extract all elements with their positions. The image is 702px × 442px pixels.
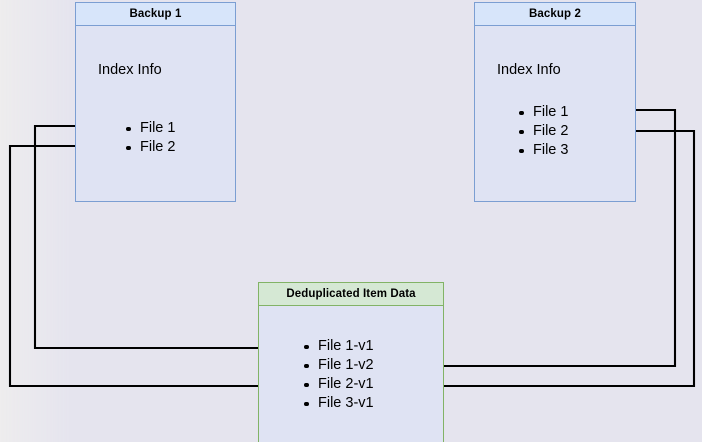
list-item-dedup-file3v1[interactable]: File 3-v1: [303, 394, 374, 413]
node-backup-1-body: Index Info File 1 File 2: [76, 26, 235, 201]
node-backup-1-header: Backup 1: [76, 3, 235, 26]
list-item-dedup-file1v2[interactable]: File 1-v2: [303, 356, 374, 375]
node-dedup-body: File 1-v1 File 1-v2 File 2-v1 File 3-v1: [259, 306, 443, 442]
node-backup-1-file-list: File 1 File 2: [125, 119, 175, 157]
node-backup-2[interactable]: Backup 2 Index Info File 1 File 2 File 3: [474, 2, 636, 202]
node-backup-2-subtitle: Index Info: [497, 62, 561, 78]
list-item-dedup-file1v1[interactable]: File 1-v1: [303, 337, 374, 356]
node-backup-2-file-list: File 1 File 2 File 3: [518, 103, 568, 160]
node-backup-2-body: Index Info File 1 File 2 File 3: [475, 26, 635, 201]
node-dedup-file-list: File 1-v1 File 1-v2 File 2-v1 File 3-v1: [303, 337, 374, 413]
list-item-backup1-file2[interactable]: File 2: [125, 138, 175, 157]
node-deduplicated-item-data[interactable]: Deduplicated Item Data File 1-v1 File 1-…: [258, 282, 444, 442]
list-item-dedup-file2v1[interactable]: File 2-v1: [303, 375, 374, 394]
edge-backup2-file2-to-dedup-file2v1: [392, 129, 696, 390]
node-backup-1-subtitle: Index Info: [98, 62, 162, 78]
edge-backup2-file1-to-dedup-file1v2: [392, 108, 677, 370]
edge-backup1-file2-to-dedup-file2v1: [8, 144, 298, 390]
list-item-backup2-file3[interactable]: File 3: [518, 141, 568, 160]
list-item-backup1-file1[interactable]: File 1: [125, 119, 175, 138]
node-backup-1[interactable]: Backup 1 Index Info File 1 File 2: [75, 2, 236, 202]
node-dedup-header: Deduplicated Item Data: [259, 283, 443, 306]
list-item-backup2-file1[interactable]: File 1: [518, 103, 568, 122]
node-backup-2-header: Backup 2: [475, 3, 635, 26]
list-item-backup2-file2[interactable]: File 2: [518, 122, 568, 141]
